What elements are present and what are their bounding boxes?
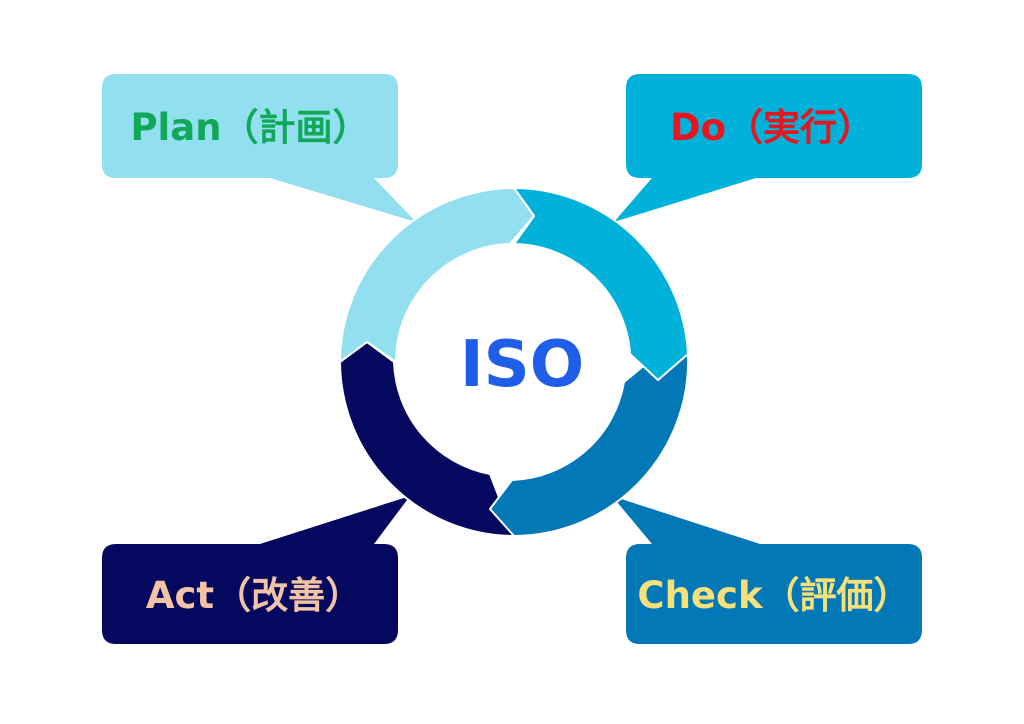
do-callout: Do（実行） [614,74,922,222]
do-callout-shape [614,74,922,222]
plan-callout: Plan（計画） [102,74,416,222]
ring-segment-act [339,341,515,537]
ring-segment-plan [339,187,535,363]
do-label: Do（実行） [670,106,874,149]
ring-segment-check [489,353,690,537]
cycle-ring [339,187,690,537]
check-label: Check（評価） [637,574,910,617]
center-label: ISO [460,328,584,402]
check-callout: Check（評価） [612,496,922,644]
act-callout-shape [102,496,410,644]
plan-callout-shape [102,74,416,222]
plan-label: Plan（計画） [130,106,369,149]
check-callout-shape [612,496,922,644]
act-callout: Act（改善） [102,496,410,644]
act-label: Act（改善） [146,574,362,617]
